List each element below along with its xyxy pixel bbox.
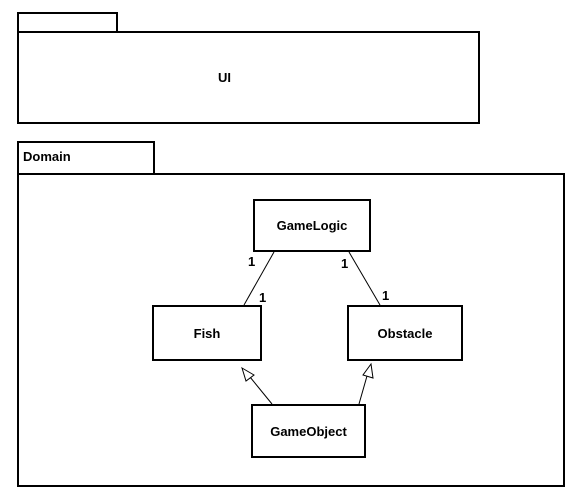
generalization-arrowhead-fish: [241, 366, 255, 382]
class-gamelogic-label: GameLogic: [276, 218, 348, 233]
multiplicity-gamelogic-obstacle-near-obstacle: 1: [382, 288, 390, 303]
ui-package: [17, 31, 480, 124]
class-fish-label: Fish: [193, 325, 221, 341]
class-obstacle-label: Obstacle: [377, 325, 433, 341]
domain-package-label: Domain: [23, 149, 71, 164]
class-gameobject-label: GameObject: [270, 423, 347, 439]
class-obstacle: Obstacle: [347, 305, 463, 361]
class-fish: Fish: [152, 305, 262, 361]
domain-package-tab: [17, 141, 155, 175]
class-gamelogic: GameLogic: [253, 199, 371, 252]
multiplicity-gamelogic-obstacle-near-gamelogic: 1: [341, 256, 349, 271]
generalization-arrowhead-obstacle: [362, 362, 374, 379]
class-gameobject: GameObject: [251, 404, 366, 458]
association-gamelogic-obstacle: [348, 251, 381, 306]
multiplicity-gamelogic-fish-near-fish: 1: [259, 290, 267, 305]
ui-package-label: UI: [218, 70, 231, 85]
multiplicity-gamelogic-fish-near-gamelogic: 1: [248, 254, 256, 269]
association-gamelogic-fish: [243, 251, 275, 306]
generalization-gameobject-obstacle: [358, 375, 368, 405]
generalization-gameobject-fish: [249, 376, 273, 405]
ui-package-tab: [17, 12, 118, 33]
